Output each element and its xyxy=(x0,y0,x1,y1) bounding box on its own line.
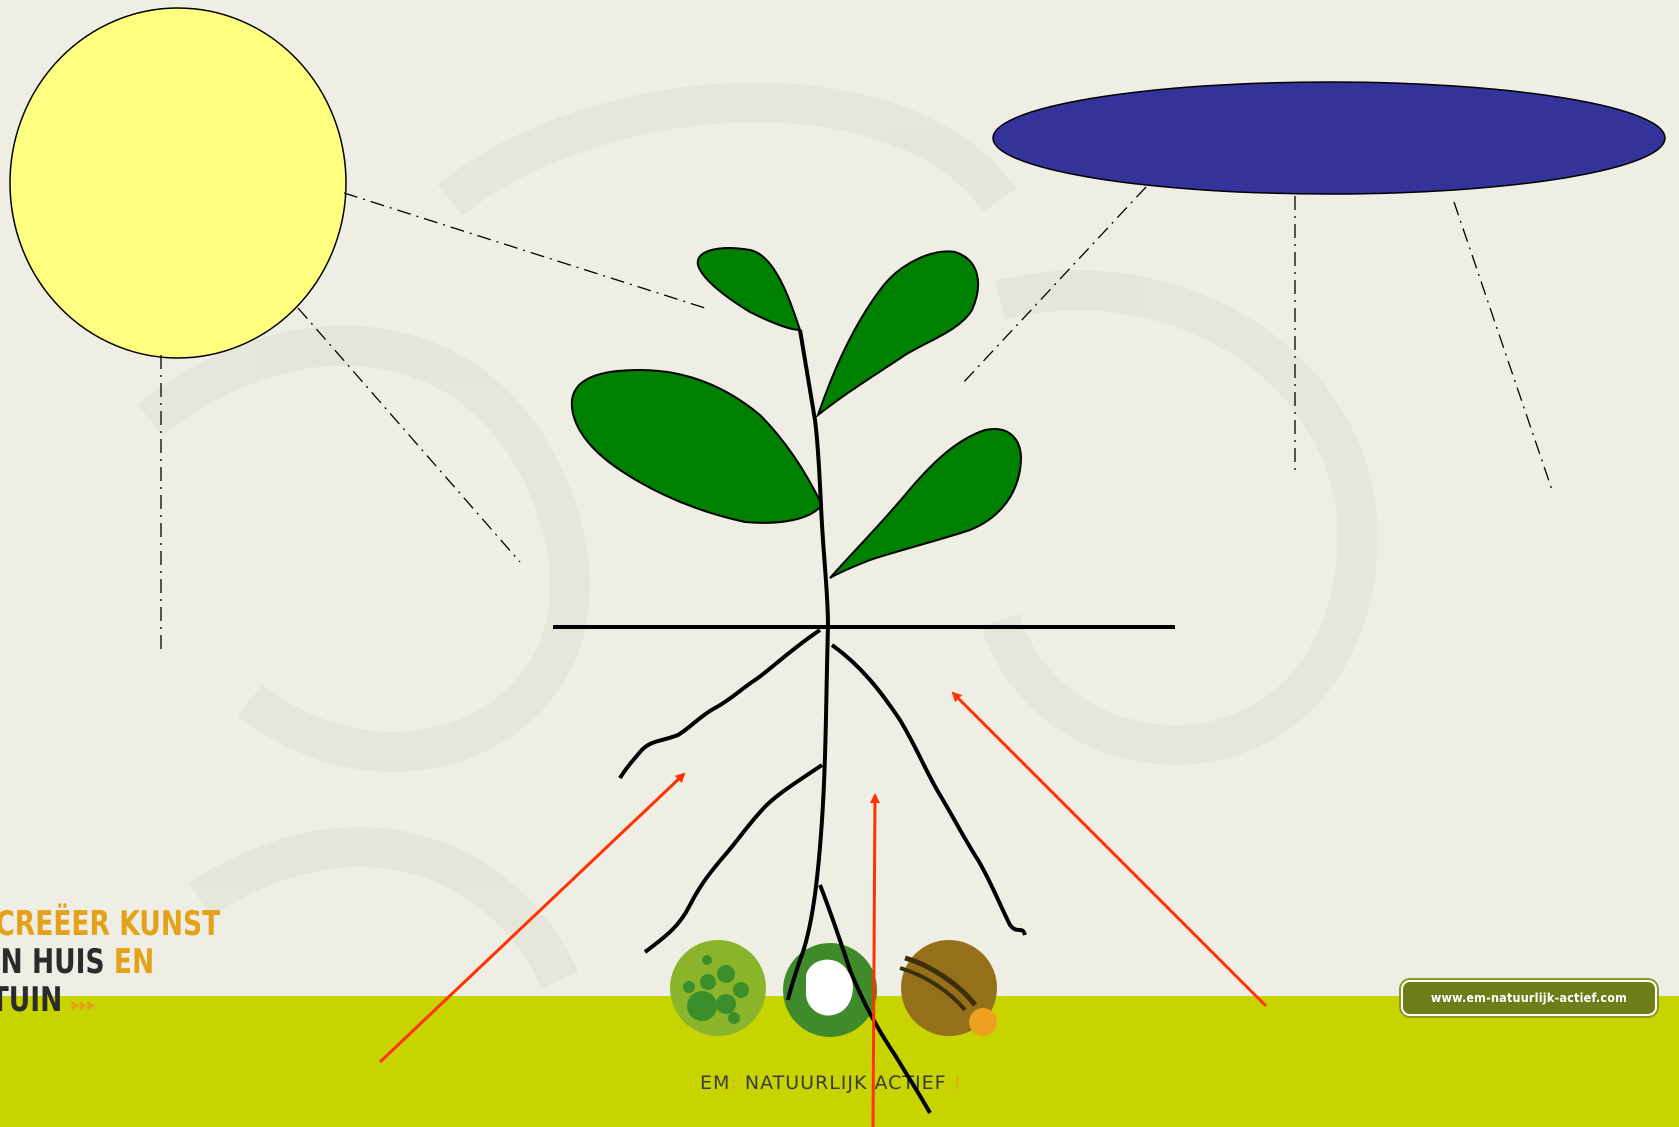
roots xyxy=(620,625,1025,1113)
sun-shape xyxy=(10,8,346,358)
sun-ray-2 xyxy=(298,308,520,562)
sun-ray-1 xyxy=(344,193,705,308)
root-right xyxy=(832,645,1025,935)
cloud-shape xyxy=(993,82,1665,194)
leaf-middle-right xyxy=(830,429,1021,578)
brand-logo-icon xyxy=(670,940,997,1037)
rain-line-1 xyxy=(962,187,1146,384)
arrow-right xyxy=(953,693,1266,1006)
rain-line-3 xyxy=(1454,202,1552,490)
arrow-middle xyxy=(873,795,875,1127)
root-left-lower xyxy=(645,765,822,952)
dash-dot-lines xyxy=(161,187,1552,655)
leaf-middle-left xyxy=(572,370,822,523)
leaf-top-left xyxy=(698,248,800,330)
arrow-left xyxy=(380,774,684,1062)
leaf-top-right xyxy=(818,251,978,415)
root-left-upper xyxy=(620,630,820,778)
leaves xyxy=(572,248,1021,578)
